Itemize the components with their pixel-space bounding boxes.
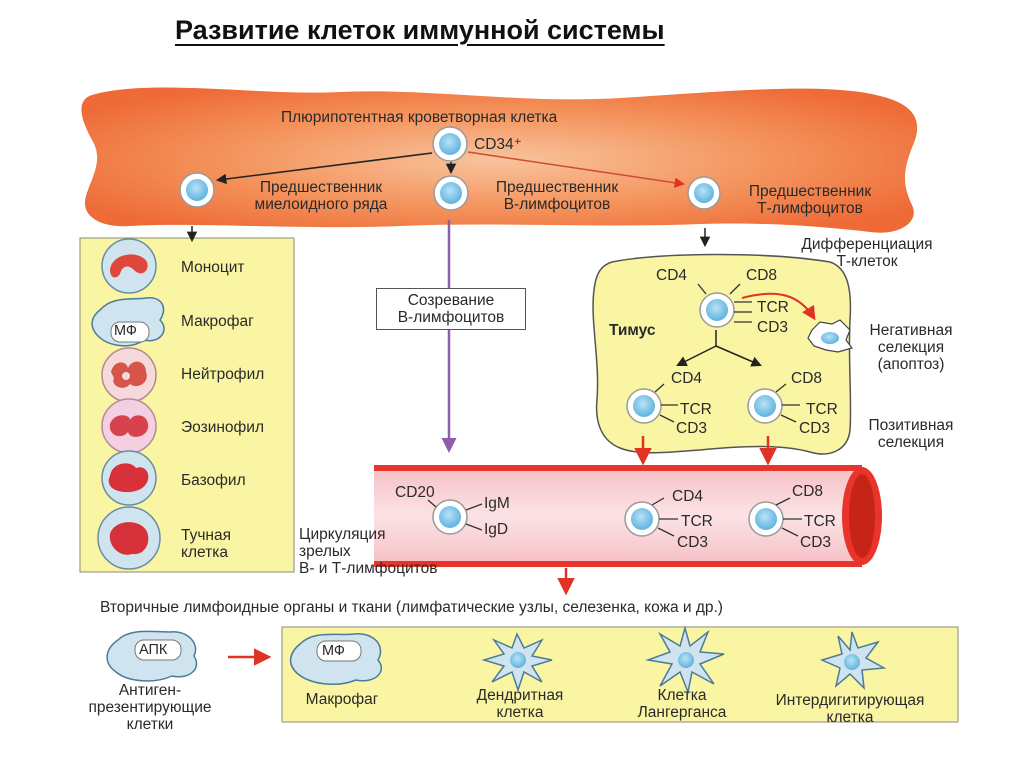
negative-selection-1: Негативная [869, 322, 953, 339]
dendritic-cell [481, 632, 553, 693]
stem-cell-label: Плюрипотентная кроветворная клетка [281, 109, 558, 126]
monocyte-cell [101, 238, 157, 294]
circ-cd4-label: CD4 [672, 488, 704, 505]
thymus-split-arrows [676, 330, 762, 367]
b-maturation-line-1: Созревание [407, 292, 495, 309]
thymus-name: Тимус [609, 322, 656, 339]
apoptotic-cell [807, 319, 854, 353]
t-differentiation-label-2: Т-клеток [836, 253, 898, 270]
circ-cd8-label: CD8 [792, 483, 824, 500]
cd4-thymocyte-tcr: TCR [680, 401, 712, 418]
tissue-macrophage-label: Макрофаг [305, 691, 379, 708]
neutrophil-label: Нейтрофил [181, 366, 265, 383]
page-title: Развитие клеток иммунной системы [175, 15, 665, 45]
eosinophil-label: Эозинофил [181, 419, 264, 436]
apc-label-2: презентирующие [88, 699, 212, 716]
myeloid-precursor-label-2: миелоидного ряда [254, 196, 388, 213]
arrow-to-t-precursor [467, 151, 686, 188]
circ-cd8-cd3: CD3 [800, 534, 832, 551]
stem-cell [432, 126, 468, 162]
circulation-label-2: зрелых [299, 543, 351, 560]
apc-cell [106, 630, 198, 682]
thymocyte-cd3-label: CD3 [757, 319, 789, 336]
cd8-thymocyte-label: CD8 [791, 370, 823, 387]
eosinophil-cell [101, 398, 157, 454]
tissue-macrophage-cell [289, 633, 383, 686]
t-precursor-label-2: Т-лимфоцитов [757, 200, 863, 217]
thymocyte-tcr-label: TCR [757, 299, 789, 316]
cd8-lymphocyte-cell [748, 497, 802, 537]
positive-selection-2: селекция [877, 434, 945, 451]
langerhans-label-2: Лангерганса [637, 704, 727, 721]
dendritic-label-1: Дендритная [476, 687, 564, 704]
macrophage-label: Макрофаг [181, 313, 254, 330]
positive-selection-1: Позитивная [868, 417, 954, 434]
circulation-label-3: В- и Т-лимфоцитов [299, 560, 438, 577]
b-maturation-box: Созревание В-лимфоцитов [376, 288, 526, 331]
cd4-lymphocyte-cell [624, 497, 678, 537]
apc-label-3: клетки [126, 716, 174, 733]
macrophage-cell [91, 297, 165, 347]
arrow-to-myeloid [215, 152, 433, 185]
thymocyte-cd4-label: CD4 [656, 267, 688, 284]
mast-cell-label-1: Тучная [181, 527, 231, 544]
basophil-cell [101, 450, 157, 506]
tissue-macrophage-badge: МФ [322, 643, 345, 659]
arrow-negative-selection [741, 292, 816, 321]
cd4-thymocyte-cell [626, 383, 678, 424]
circ-cd8-tcr: TCR [804, 513, 836, 530]
mast-cell-label-2: клетка [181, 544, 228, 561]
b-precursor-label-2: В-лимфоцитов [503, 196, 611, 213]
cd4-thymocyte-cd3: CD3 [676, 420, 708, 437]
apc-badge: АПК [139, 642, 168, 658]
apc-label-1: Антиген- [118, 682, 182, 699]
b-lymphocyte-cell [427, 499, 483, 535]
t-precursor-label-1: Предшественник [748, 183, 872, 200]
basophil-label: Базофил [181, 472, 246, 489]
monocyte-label: Моноцит [181, 259, 245, 276]
b-maturation-line-2: В-лимфоцитов [397, 309, 505, 327]
circ-cd4-tcr: TCR [681, 513, 713, 530]
cd8-thymocyte-cell [747, 383, 800, 424]
dendritic-label-2: клетка [496, 704, 544, 721]
macrophage-badge: МФ [114, 323, 137, 339]
circulation-label-1: Циркуляция [299, 526, 386, 543]
b-precursor-label-1: Предшественник [495, 179, 619, 196]
t-precursor-cell [687, 176, 721, 210]
myeloid-precursor-cell [179, 172, 215, 208]
cd8-thymocyte-tcr: TCR [806, 401, 838, 418]
cd8-thymocyte-cd3: CD3 [799, 420, 831, 437]
langerhans-label-1: Клетка [657, 687, 707, 704]
cd20-label: CD20 [395, 484, 435, 501]
negative-selection-3: (апоптоз) [877, 356, 945, 373]
mast-cell [97, 506, 161, 570]
thymocyte-cd8-label: CD8 [746, 267, 778, 284]
b-precursor-cell [433, 175, 469, 211]
thymocyte-cell [697, 283, 752, 328]
myeloid-precursor-label-1: Предшественник [259, 179, 383, 196]
circ-cd4-cd3: CD3 [677, 534, 709, 551]
interdigitating-label-1: Интердигитирующая [775, 692, 925, 709]
langerhans-cell [645, 625, 725, 695]
igd-label: IgD [484, 521, 509, 538]
cd4-thymocyte-label: CD4 [671, 370, 703, 387]
interdigitating-cell [819, 631, 887, 691]
cd34-marker: CD34⁺ [474, 136, 522, 153]
igm-label: IgM [484, 495, 510, 512]
neutrophil-cell [101, 347, 157, 403]
negative-selection-2: селекция [877, 339, 945, 356]
interdigitating-label-2: клетка [826, 709, 874, 726]
secondary-organs-header: Вторичные лимфоидные органы и ткани (лим… [100, 599, 723, 616]
t-differentiation-label-1: Дифференциация [801, 236, 933, 253]
